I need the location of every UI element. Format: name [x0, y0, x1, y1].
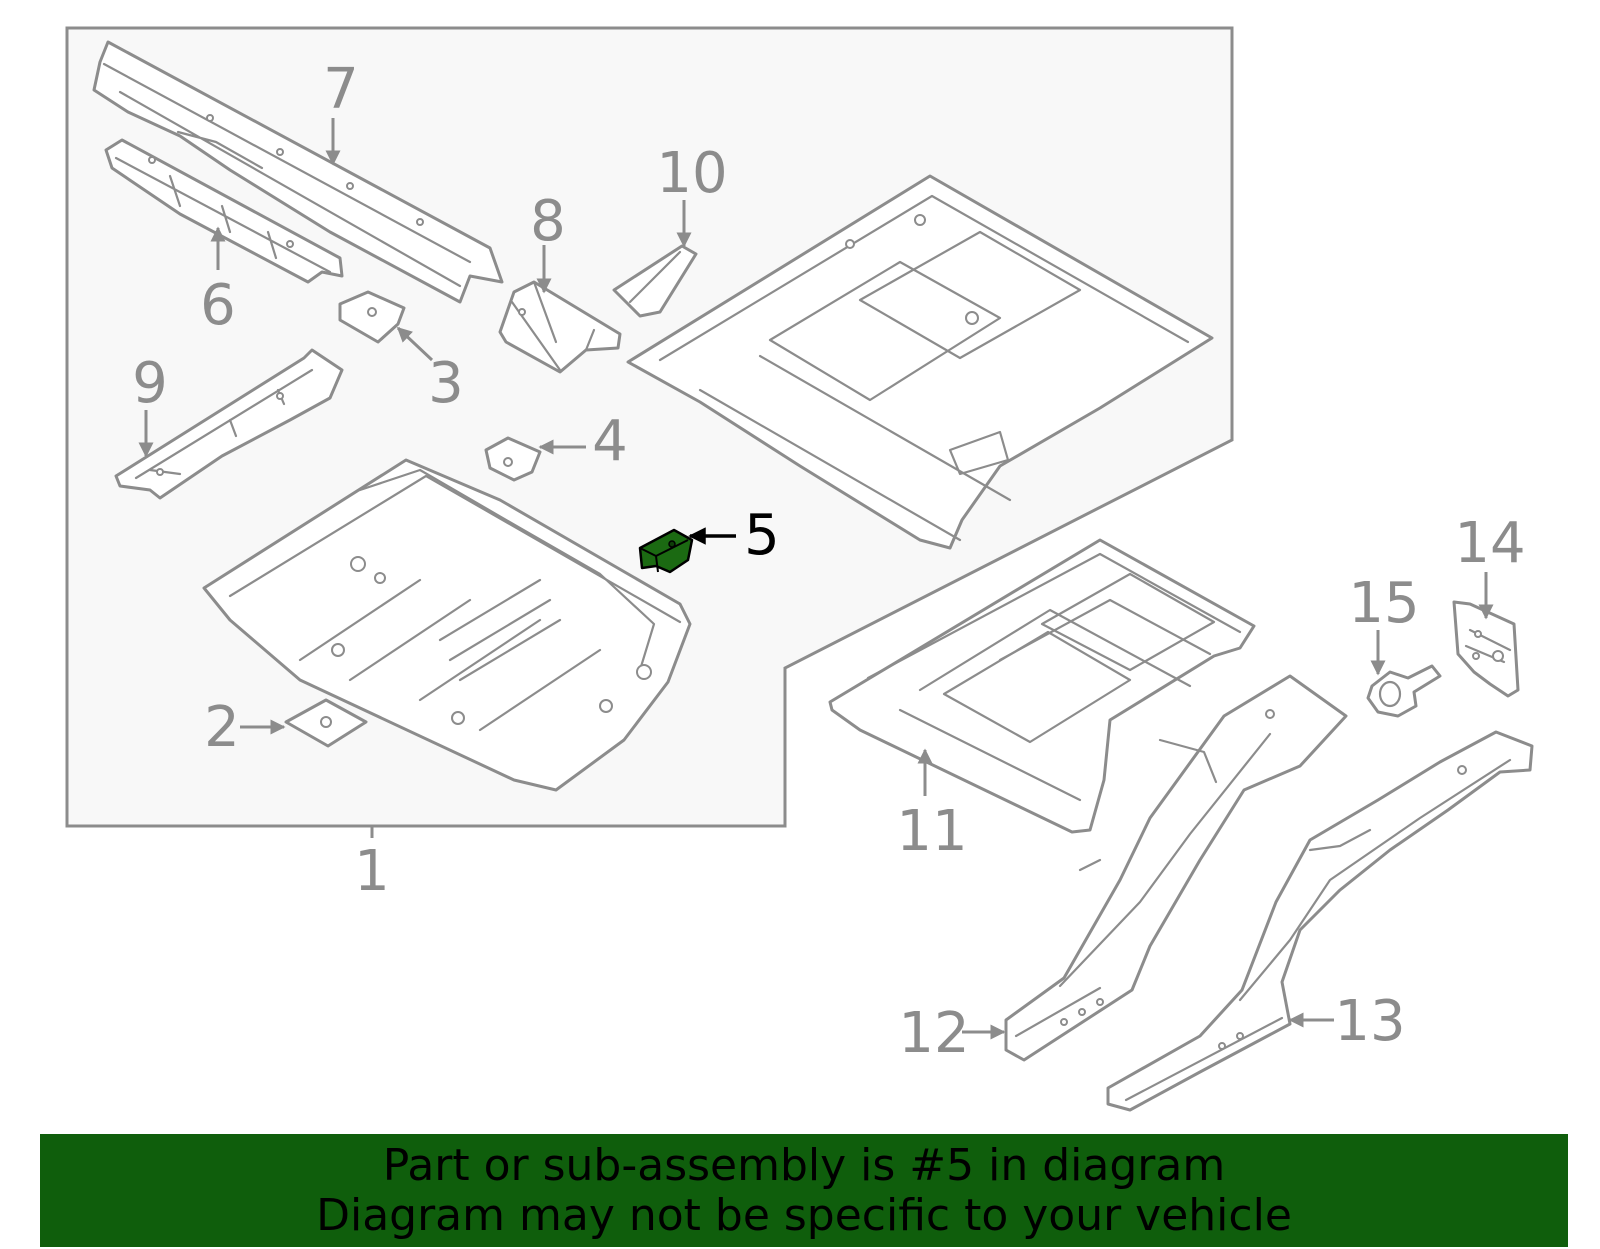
part-1-rear-floor-pan[interactable] [626, 174, 1214, 550]
callout-13: 13 [1334, 989, 1405, 1054]
callout-14: 14 [1454, 511, 1525, 576]
callout-11: 11 [896, 799, 967, 864]
part-9-side-member[interactable] [114, 348, 344, 500]
callout-4: 4 [592, 409, 628, 474]
part-5-bracket-highlighted[interactable] [638, 528, 694, 574]
callout-12: 12 [898, 1001, 969, 1066]
notice-line-part: Part or sub-assembly is #5 in diagram [382, 1139, 1226, 1191]
part-3-bracket[interactable] [338, 290, 406, 344]
callout-6: 6 [200, 273, 236, 338]
callout-1: 1 [354, 839, 390, 904]
part-15-bushing[interactable] [1366, 664, 1442, 718]
callout-7: 7 [323, 57, 359, 122]
callout-3-leader [396, 326, 434, 362]
callout-10: 10 [656, 141, 727, 206]
part-8-bracket[interactable] [498, 280, 622, 374]
callout-15: 15 [1348, 571, 1419, 636]
part-2-plate[interactable] [284, 698, 368, 748]
part-6-reinforcement[interactable] [104, 138, 344, 284]
notice-line-disclaimer: Diagram may not be specific to your vehi… [316, 1189, 1292, 1241]
part-13-rear-side-member[interactable] [1106, 730, 1534, 1112]
part-7-crossmember[interactable] [92, 40, 504, 304]
part-12-rear-side-member[interactable] [1004, 674, 1348, 1062]
callout-9: 9 [132, 351, 168, 416]
notice-banner: Part or sub-assembly is #5 in diagram Di… [40, 1134, 1568, 1247]
callout-5: 5 [744, 503, 780, 568]
callout-2: 2 [204, 695, 240, 760]
part-4-bracket[interactable] [484, 436, 542, 482]
callout-8: 8 [530, 189, 566, 254]
part-11-rear-floor-frame[interactable] [828, 538, 1256, 834]
callout-3: 3 [428, 351, 464, 416]
part-1-front-floor-pan[interactable] [202, 458, 692, 792]
